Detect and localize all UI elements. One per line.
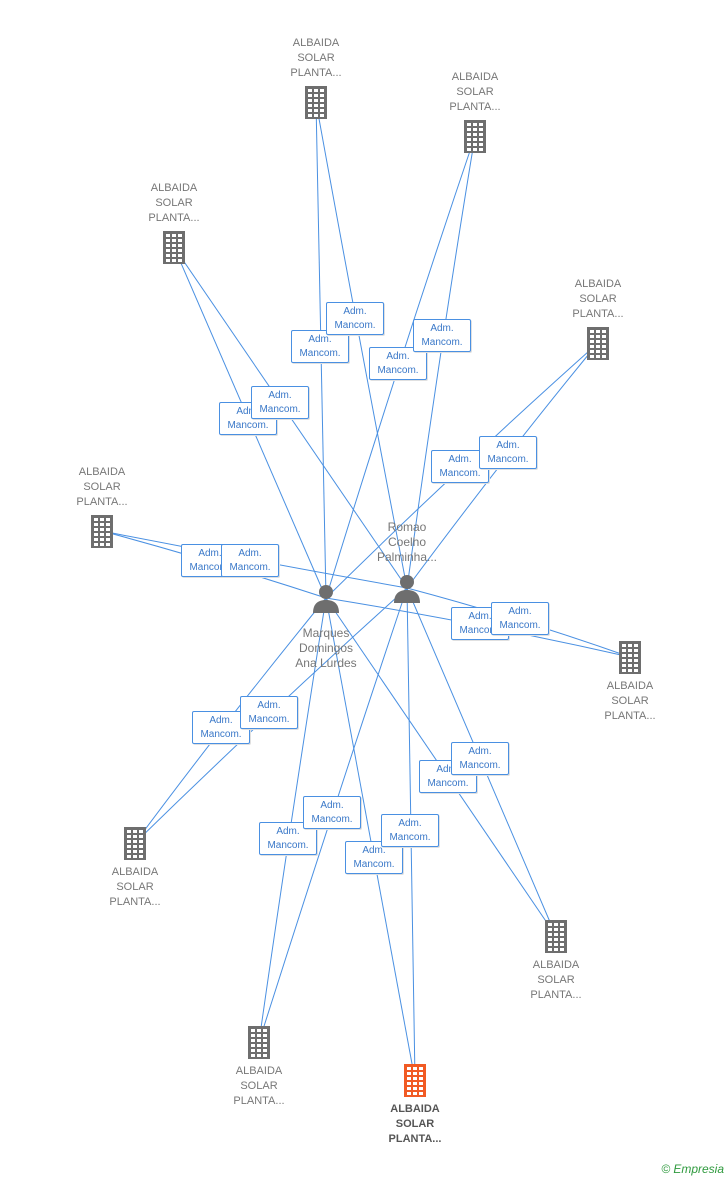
- company-label-c1[interactable]: ALBAIDA SOLAR PLANTA...: [290, 37, 342, 79]
- company-label-c2[interactable]: ALBAIDA SOLAR PLANTA...: [449, 71, 501, 113]
- building-icon[interactable]: [616, 640, 644, 679]
- company-label-c9[interactable]: ALBAIDA SOLAR PLANTA...: [233, 1065, 285, 1107]
- building-icon[interactable]: [584, 326, 612, 365]
- copyright-icon: ©: [661, 1162, 671, 1176]
- building-icon[interactable]: [121, 826, 149, 865]
- person-label-p2[interactable]: Romao Coelho Palminha...: [376, 520, 438, 564]
- building-icon[interactable]: [160, 230, 188, 269]
- company-label-c4[interactable]: ALBAIDA SOLAR PLANTA...: [572, 278, 624, 320]
- edge-label-p2-c8[interactable]: Adm. Mancom.: [451, 742, 509, 775]
- person-label-p1[interactable]: Marques Domingos Ana Lurdes: [295, 626, 357, 670]
- person-icon[interactable]: [311, 583, 341, 618]
- edge-label-p2-c2[interactable]: Adm. Mancom.: [413, 319, 471, 352]
- company-label-c7[interactable]: ALBAIDA SOLAR PLANTA...: [109, 866, 161, 908]
- edge-label-p2-c3[interactable]: Adm. Mancom.: [251, 386, 309, 419]
- edge-label-p1-c1[interactable]: Adm. Mancom.: [291, 330, 349, 363]
- building-icon[interactable]: [461, 119, 489, 158]
- building-icon[interactable]: [542, 919, 570, 958]
- company-label-c6[interactable]: ALBAIDA SOLAR PLANTA...: [604, 680, 656, 722]
- person-icon[interactable]: [392, 573, 422, 608]
- edge-label-p2-c1[interactable]: Adm. Mancom.: [326, 302, 384, 335]
- brand-mark: ©Empresia: [661, 1162, 724, 1176]
- edge-label-p2-c10[interactable]: Adm. Mancom.: [381, 814, 439, 847]
- building-icon[interactable]: [245, 1025, 273, 1064]
- company-label-c3[interactable]: ALBAIDA SOLAR PLANTA...: [148, 182, 200, 224]
- building-icon[interactable]: [302, 85, 330, 124]
- brand-name: Empresia: [673, 1162, 724, 1176]
- company-label-c8[interactable]: ALBAIDA SOLAR PLANTA...: [530, 959, 582, 1001]
- edge-label-p2-c6[interactable]: Adm. Mancom.: [491, 602, 549, 635]
- edge-label-p1-c2[interactable]: Adm. Mancom.: [369, 347, 427, 380]
- company-label-c10[interactable]: ALBAIDA SOLAR PLANTA...: [388, 1103, 442, 1145]
- edge-label-p2-c5[interactable]: Adm. Mancom.: [221, 544, 279, 577]
- company-label-c5[interactable]: ALBAIDA SOLAR PLANTA...: [76, 466, 128, 508]
- edge-label-p2-c7[interactable]: Adm. Mancom.: [240, 696, 298, 729]
- edge-label-p2-c4[interactable]: Adm. Mancom.: [479, 436, 537, 469]
- building-icon-highlighted[interactable]: [401, 1063, 429, 1102]
- edge-label-p2-c9[interactable]: Adm. Mancom.: [303, 796, 361, 829]
- edge-label-p1-c5[interactable]: Adm. Mancom.: [181, 544, 239, 577]
- building-icon[interactable]: [88, 514, 116, 553]
